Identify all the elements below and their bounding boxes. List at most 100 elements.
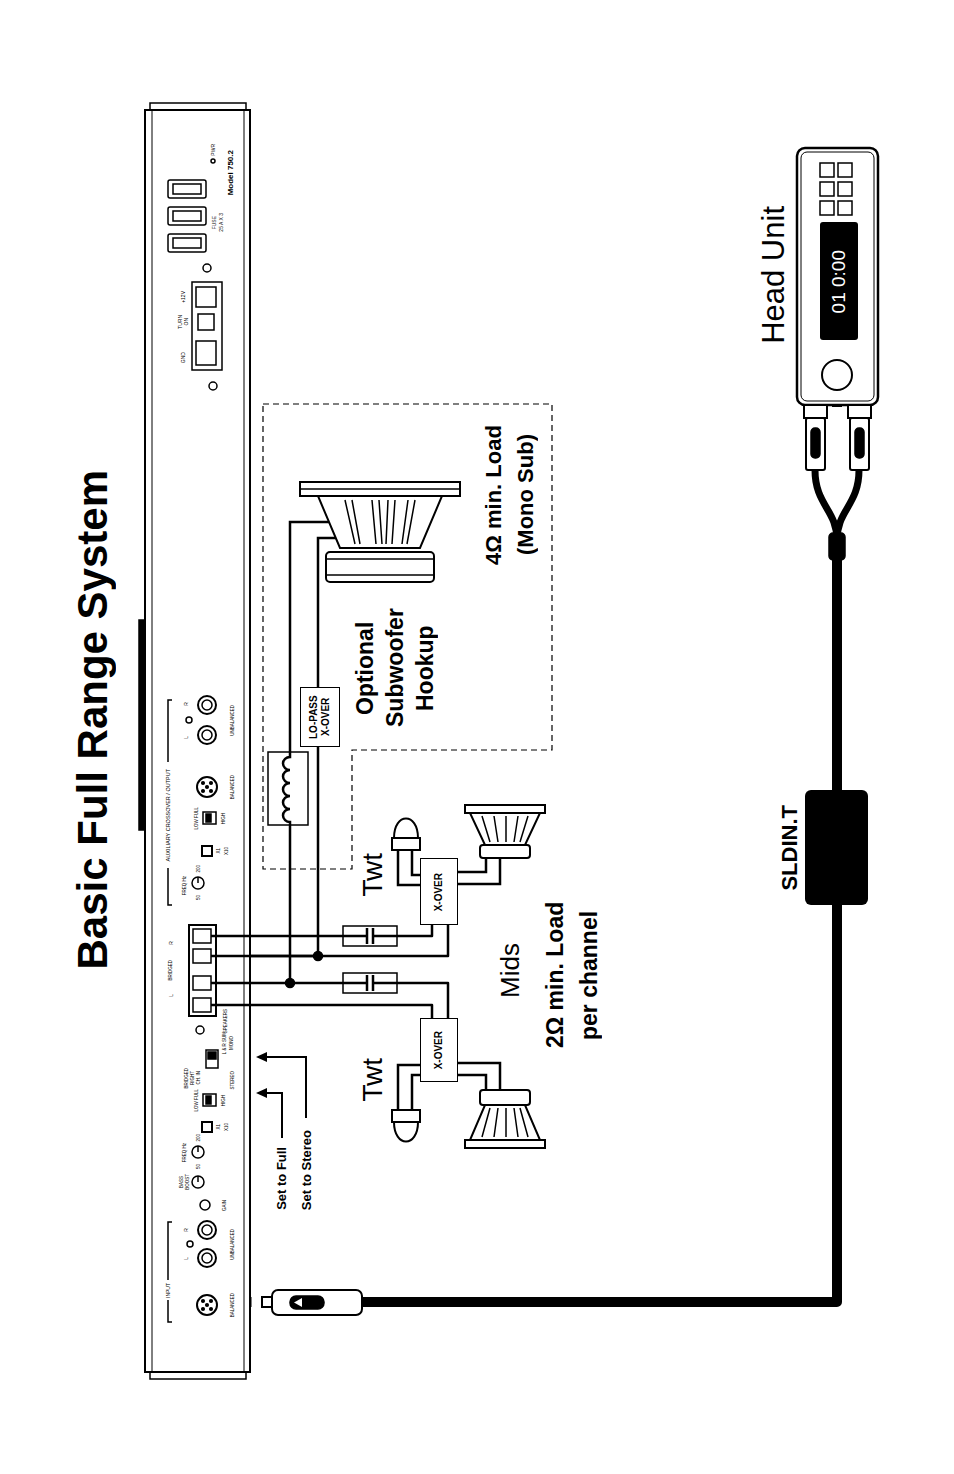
panel-label: BASS (179, 1176, 184, 1188)
terminal (193, 949, 211, 963)
panel-label: 50 (196, 895, 201, 900)
switch (206, 1050, 218, 1068)
screw (187, 1241, 193, 1247)
cable-mask (252, 1295, 263, 1309)
rca-plug (806, 418, 825, 470)
terminal (193, 976, 211, 990)
speaker-wire (250, 925, 448, 956)
housing-line (244, 110, 245, 1372)
woofer-cone (470, 813, 540, 845)
panel-label: SPEAKERS (223, 1009, 228, 1033)
fuse (173, 238, 201, 248)
switch (203, 812, 216, 824)
junction-dot (286, 979, 295, 988)
connector-pin (210, 790, 213, 793)
panel-label: INPUT (165, 1283, 171, 1298)
crossover-box: X-OVER (420, 858, 458, 925)
rca-cable (815, 470, 837, 540)
knob (192, 1176, 204, 1188)
panel-label: BOOST (185, 1174, 190, 1190)
switch-lever (208, 1052, 216, 1059)
push-button (202, 1122, 212, 1132)
panel-label: X1 (216, 848, 221, 854)
tweeter-dome (394, 1122, 418, 1142)
rca-plug (804, 405, 827, 418)
panel-label: 200 (196, 1134, 201, 1142)
balanced-connector (197, 1295, 217, 1315)
switch (203, 1094, 216, 1106)
panel-label: +12V (180, 291, 186, 303)
rca-jack (198, 1249, 216, 1267)
head-unit-button (838, 163, 852, 177)
head-unit-button (820, 163, 834, 177)
display-screen: 01 0:00 (820, 222, 858, 340)
tweeter-base (392, 1110, 420, 1122)
panel-label: UNBALANCED (230, 1229, 235, 1260)
crossover-box: X-OVER (420, 1018, 458, 1082)
knob-pointer (197, 877, 199, 883)
fuse (168, 180, 206, 198)
panel-label: GND (180, 352, 186, 363)
rca-plug (848, 405, 871, 418)
woofer-magnet (480, 845, 530, 858)
speaker-terminal-block (189, 925, 216, 1016)
rca-cable (837, 470, 859, 540)
connector-pin (202, 1300, 205, 1303)
head-unit-button (820, 182, 834, 196)
speaker-wire (250, 747, 318, 956)
terminal (198, 314, 214, 330)
knob (200, 1200, 210, 1210)
panel-label: BALANCED (230, 775, 235, 799)
connector-pin (202, 782, 205, 785)
box-label: X-OVER (433, 1031, 445, 1069)
rca-plug-grip (855, 428, 864, 458)
terminal (196, 287, 216, 307)
volume-knob (822, 360, 852, 390)
rca-jack (198, 1221, 216, 1239)
rca-jack (202, 700, 212, 710)
tweeter-base (392, 838, 420, 850)
panel-label: L (168, 994, 174, 997)
panel-label: HIGH (221, 813, 226, 824)
knob (192, 877, 204, 889)
subwoofer-rib (345, 500, 415, 544)
subwoofer-cone (318, 496, 442, 548)
region-label: Optional Subwoofer Hookup (350, 598, 440, 738)
inductor-box (268, 752, 308, 825)
connector-pin (202, 790, 205, 793)
subwoofer-frame (300, 482, 460, 496)
diagram-title: Basic Full Range System (69, 470, 117, 970)
panel-label: BALANCED (230, 1293, 235, 1317)
panel-label: TURN (177, 315, 183, 329)
push-button (202, 846, 212, 856)
panel-label: 25 A X 3 (218, 213, 224, 232)
fuse (168, 234, 206, 252)
speaker-label: Twt (357, 1058, 389, 1102)
terminal (193, 929, 211, 943)
junction-dot (314, 952, 323, 961)
subwoofer-magnet (326, 574, 434, 576)
panel-label: ON (183, 318, 189, 326)
capacitor-box (343, 926, 397, 946)
head-unit-button (838, 201, 852, 215)
panel-label: R (183, 1228, 189, 1232)
speaker-wire (250, 925, 432, 936)
speaker-wire (398, 850, 420, 885)
inductor-coil (283, 752, 290, 825)
knob-pointer (197, 1176, 199, 1182)
bracket (168, 1222, 172, 1322)
panel-label: L & R SUM (222, 1032, 227, 1054)
housing-tab (150, 103, 246, 110)
panel-label: GAIN (222, 1200, 227, 1211)
woofer-cone (470, 1105, 540, 1140)
cable-ferrule (829, 533, 845, 560)
fuse (173, 211, 201, 221)
panel-label: HIGH (221, 1095, 226, 1106)
fuse (173, 184, 201, 194)
terminal (196, 341, 216, 365)
knob (192, 1146, 204, 1158)
panel-label: PWR (210, 144, 216, 156)
connector-pin (210, 782, 213, 785)
woofer-frame (465, 805, 545, 813)
